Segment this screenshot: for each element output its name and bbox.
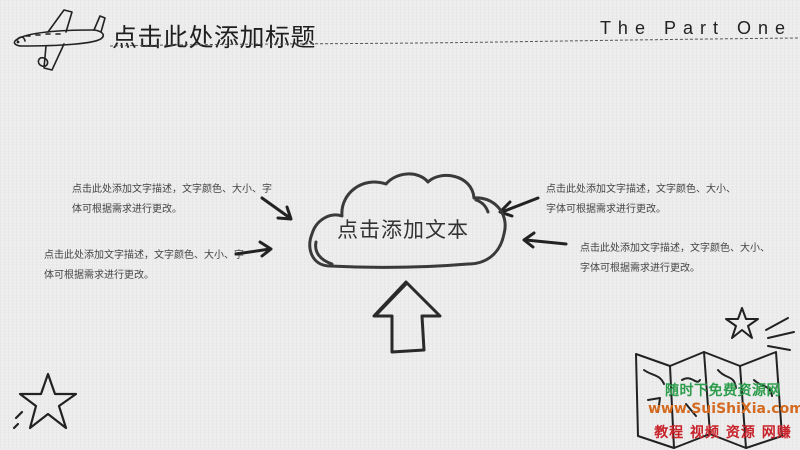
cloud-text[interactable]: 点击添加文本 [337, 218, 469, 242]
airplane-icon [13, 9, 106, 71]
watermark-tagline: 教程 视频 资源 网赚 [654, 425, 792, 441]
arrow-left-bottom-icon [234, 240, 273, 258]
description-text-right-top[interactable]: 点击此处添加文字描述，文字颜色、大小、字体可根据需求进行更改。 [546, 184, 736, 215]
arrow-right-bottom-icon [522, 231, 568, 249]
part-label: The Part One [599, 18, 792, 38]
cloud-icon [308, 172, 507, 269]
up-arrow-icon [372, 280, 442, 354]
description-text-left-top[interactable]: 点击此处添加文字描述，文字颜色、大小、字体可根据需求进行更改。 [72, 184, 272, 215]
small-star-icon [725, 307, 795, 351]
description-text-right-bottom[interactable]: 点击此处添加文字描述，文字颜色、大小、字体可根据需求进行更改。 [580, 243, 770, 274]
star-icon [12, 372, 78, 430]
arrow-left-top-icon [260, 196, 293, 221]
page-title[interactable]: 点击此处添加标题 [112, 23, 317, 52]
watermark: 随时下免费资源网 www.SuiShiXia.com 教程 视频 资源 网赚 [648, 382, 800, 442]
watermark-url: www.SuiShiXia.com [648, 401, 800, 417]
title-underline [109, 37, 800, 47]
map-icon [635, 351, 783, 449]
description-text-left-bottom[interactable]: 点击此处添加文字描述，文字颜色、大小、字体可根据需求进行更改。 [44, 250, 244, 281]
watermark-site-name: 随时下免费资源网 [665, 383, 781, 399]
